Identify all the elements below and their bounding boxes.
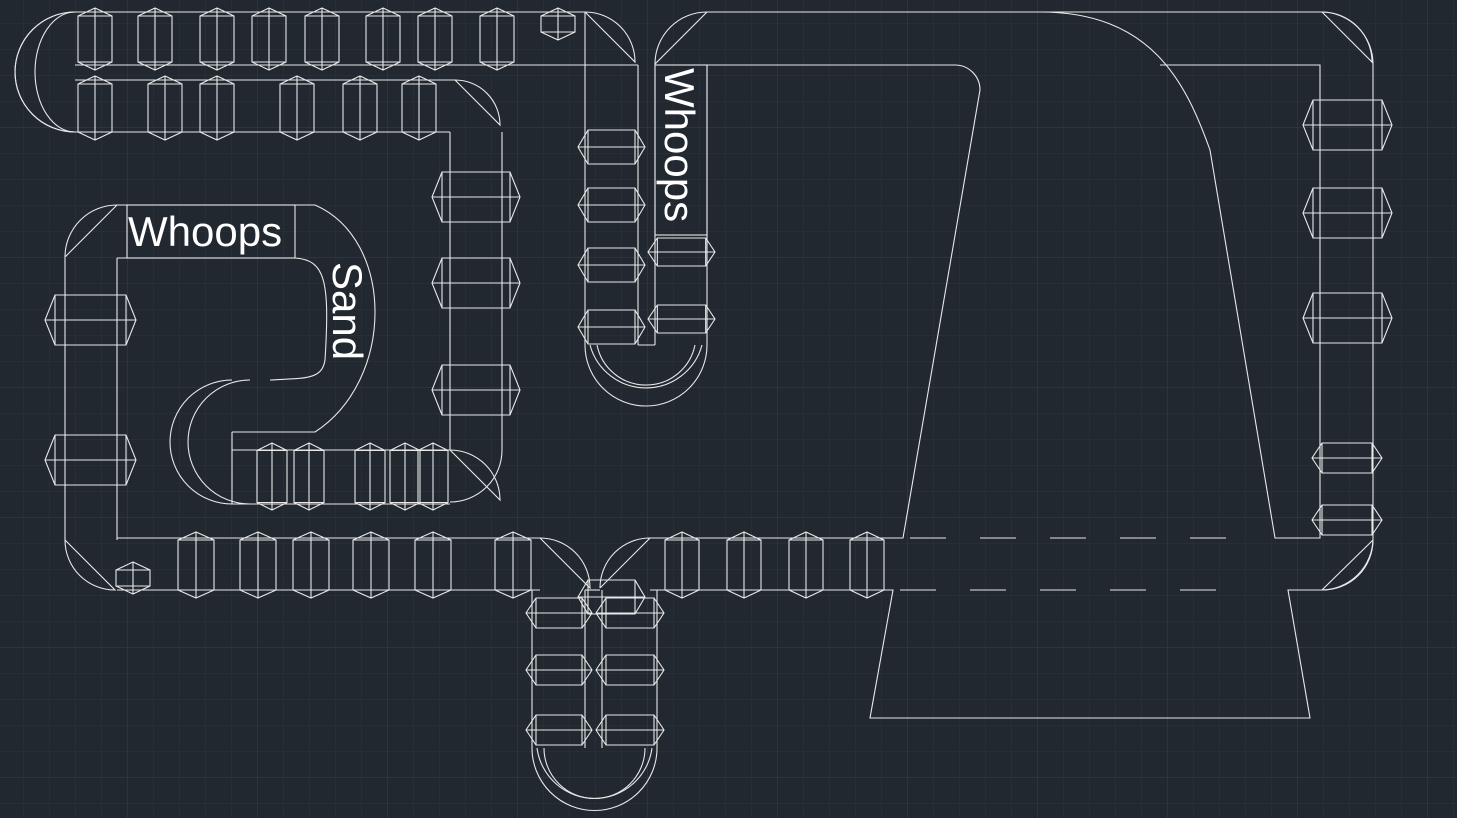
segment-marker — [365, 7, 401, 71]
segment-marker — [77, 75, 113, 141]
segment-marker — [577, 579, 646, 615]
segment-marker — [417, 442, 449, 511]
segment-marker — [577, 247, 646, 283]
segment-marker — [293, 442, 325, 511]
segment-marker — [525, 654, 593, 686]
segment-marker — [577, 309, 646, 345]
right-track-section — [654, 11, 1374, 719]
segment-marker — [1311, 442, 1383, 474]
segment-marker — [431, 171, 521, 223]
segment-marker — [726, 531, 762, 599]
segment-marker — [342, 75, 378, 141]
segment-marker — [137, 7, 173, 71]
segment-marker — [256, 442, 288, 511]
segment-marker — [525, 714, 593, 746]
segment-marker — [44, 434, 137, 486]
segment-markers — [44, 7, 1393, 746]
segment-marker — [239, 531, 277, 599]
segment-marker — [494, 531, 532, 599]
sand-label: Sand — [324, 262, 371, 360]
segment-marker — [199, 7, 235, 71]
segment-marker — [595, 654, 665, 686]
segment-marker — [647, 237, 716, 267]
segment-marker — [595, 714, 665, 746]
segment-marker — [1302, 187, 1393, 239]
segment-marker — [525, 597, 593, 629]
whoops-label-vertical: Whoops — [656, 68, 703, 222]
segment-marker — [1302, 292, 1393, 344]
whoops-label-left: Whoops — [128, 208, 282, 255]
segment-marker — [389, 442, 421, 511]
segment-marker — [595, 597, 665, 629]
segment-marker — [417, 7, 453, 71]
segment-marker — [251, 7, 287, 71]
bottom-track-section — [531, 537, 885, 812]
segment-marker — [354, 442, 386, 511]
segment-marker — [352, 531, 390, 599]
segment-marker — [292, 531, 330, 599]
segment-marker — [431, 257, 521, 309]
segment-marker — [44, 294, 137, 346]
segment-marker — [401, 75, 437, 141]
segment-marker — [577, 129, 646, 165]
segment-marker — [147, 75, 183, 141]
whoops-label-box-vertical — [654, 64, 708, 236]
segment-marker — [115, 561, 151, 595]
segment-marker — [479, 7, 515, 71]
segment-marker — [577, 187, 646, 223]
segment-marker — [431, 364, 521, 416]
whoops-label-box-left — [126, 204, 296, 259]
segment-marker — [788, 531, 824, 599]
left-loop-section — [64, 204, 540, 591]
segment-marker — [304, 7, 340, 71]
segment-marker — [414, 531, 452, 599]
segment-marker — [664, 531, 700, 599]
segment-marker — [279, 75, 315, 141]
segment-marker — [540, 7, 576, 41]
segment-marker — [647, 304, 716, 334]
segment-marker — [1311, 504, 1383, 536]
segment-marker — [849, 531, 885, 599]
segment-marker — [1302, 99, 1393, 151]
top-track-section — [14, 11, 638, 450]
segment-marker — [177, 531, 215, 599]
segment-marker — [77, 7, 113, 71]
segment-marker — [199, 75, 235, 141]
